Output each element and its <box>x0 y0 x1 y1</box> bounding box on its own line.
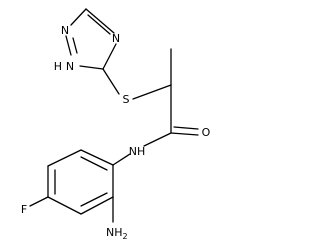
bond-n1-c5 <box>70 8 87 26</box>
bond-carbonyl-oxygen-double <box>173 126 199 130</box>
bond-c5-n4-double <box>87 14 111 35</box>
bond-nh-c1 <box>112 153 131 166</box>
bond-c4-fluorine <box>29 196 49 207</box>
chemical-structure-diagram: N N H N S O NH F NH2 <box>21 8 211 241</box>
bond-carbonyl-nh <box>143 132 172 147</box>
atom-label-amine: NH2 <box>106 226 128 241</box>
atom-label-amine-nh: NH <box>106 226 123 239</box>
atom-label-oxygen: O <box>202 126 211 139</box>
bond-c5-c6 <box>80 196 114 215</box>
bond-n4-c3 <box>102 43 117 70</box>
triazole-ring <box>65 8 117 70</box>
bond-c2-c3 <box>47 149 82 167</box>
bond-c4-c5 <box>47 196 82 215</box>
atom-label-n-left: N <box>61 24 69 37</box>
bond-c1-c2-double <box>80 156 108 171</box>
bond-c3-s <box>102 68 120 95</box>
benzene-ring <box>29 149 131 223</box>
thioether-chain <box>102 48 199 147</box>
bond-c5-c6-double <box>80 192 108 207</box>
atom-labels: N N H N S O NH F NH2 <box>21 24 211 241</box>
bond-n2-n1-double <box>72 37 78 54</box>
bond-c3-n2 <box>79 65 104 70</box>
bond-carbonyl-oxygen <box>170 132 199 136</box>
atom-label-amine-subscript: 2 <box>123 232 128 241</box>
bond-c5-n4 <box>85 8 115 34</box>
atom-label-sulfur: S <box>123 93 130 106</box>
atom-label-fluorine: F <box>21 203 27 216</box>
atom-label-nh-amide: NH <box>129 145 146 158</box>
bond-n2-n1 <box>65 35 72 56</box>
atom-label-n-triazole-h: N <box>66 60 74 73</box>
bond-s-calpha <box>132 84 172 100</box>
atom-label-n-top: N <box>112 32 120 45</box>
bond-c1-c2 <box>80 149 114 166</box>
atom-label-h-triazole: H <box>54 60 62 73</box>
